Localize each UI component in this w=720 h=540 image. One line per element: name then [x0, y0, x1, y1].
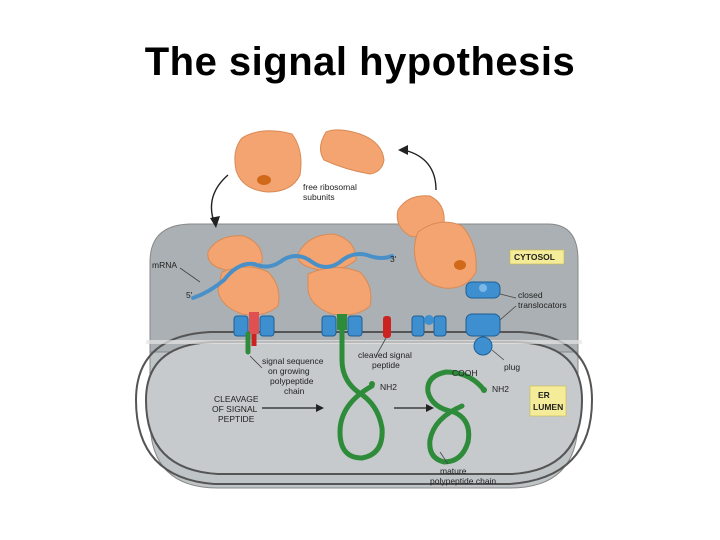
label-five-prime: 5' [186, 290, 193, 300]
label-mrna: mRNA [152, 260, 177, 270]
closed-translocator-membrane [465, 313, 501, 356]
er-membrane-outer-sides [135, 399, 593, 485]
label-cooh: COOH [452, 368, 478, 378]
er-membrane-inner [144, 341, 584, 475]
ribosome-2-large [307, 267, 372, 316]
slide-title: The signal hypothesis [144, 40, 576, 84]
label-plug: plug [504, 362, 520, 372]
ribosome-1-large [217, 266, 280, 316]
ribosome-large-free [234, 130, 302, 193]
mature-polypeptide [425, 369, 487, 465]
label-three-prime: 3' [390, 254, 397, 264]
label-polypeptide: polypeptide [270, 376, 314, 386]
cycle-arrow-right [403, 149, 437, 191]
plug [473, 336, 493, 356]
label-closed: closed [518, 290, 543, 300]
label-cleavage: CLEAVAGE [214, 394, 259, 404]
ribosome-large-detaching [413, 221, 477, 289]
cytosol-label-box [509, 249, 565, 265]
label-of-signal: OF SIGNAL [212, 404, 258, 414]
er-lumen-label-box [529, 385, 567, 417]
cycle-arrow-left [210, 174, 229, 223]
label-translocators: translocators [518, 300, 567, 310]
label-peptide-2: PEPTIDE [218, 414, 255, 424]
label-cleaved-signal: cleaved signal [358, 350, 412, 360]
label-lumen: LUMEN [533, 402, 563, 412]
polypeptide-2 [337, 327, 385, 461]
label-cytosol: CYTOSOL [514, 252, 555, 262]
label-free-ribosomal: free ribosomal [303, 182, 357, 192]
label-peptide: peptide [372, 360, 400, 370]
er-membrane-outer [135, 331, 593, 401]
translocator-2 [321, 314, 363, 337]
label-on-growing: on growing [268, 366, 310, 376]
label-nh2-b: NH2 [492, 384, 509, 394]
label-chain: chain [284, 386, 305, 396]
ribosome-small-free [320, 129, 385, 175]
cleaved-signal-peptide [383, 316, 391, 338]
label-nh2-a: NH2 [380, 382, 397, 392]
label-mature-chain: polypeptide chain [430, 476, 496, 486]
label-er: ER [538, 390, 550, 400]
ribosome-1-small [207, 235, 263, 271]
translocator-1 [233, 312, 275, 337]
closed-translocator-top [465, 281, 501, 299]
translocator-3 [411, 315, 447, 337]
label-subunits: subunits [303, 192, 335, 202]
mrna-strand [191, 252, 394, 300]
label-mature: mature [440, 466, 467, 476]
ribosome-site-free [257, 175, 271, 185]
label-signal-sequence: signal sequence [262, 356, 324, 366]
